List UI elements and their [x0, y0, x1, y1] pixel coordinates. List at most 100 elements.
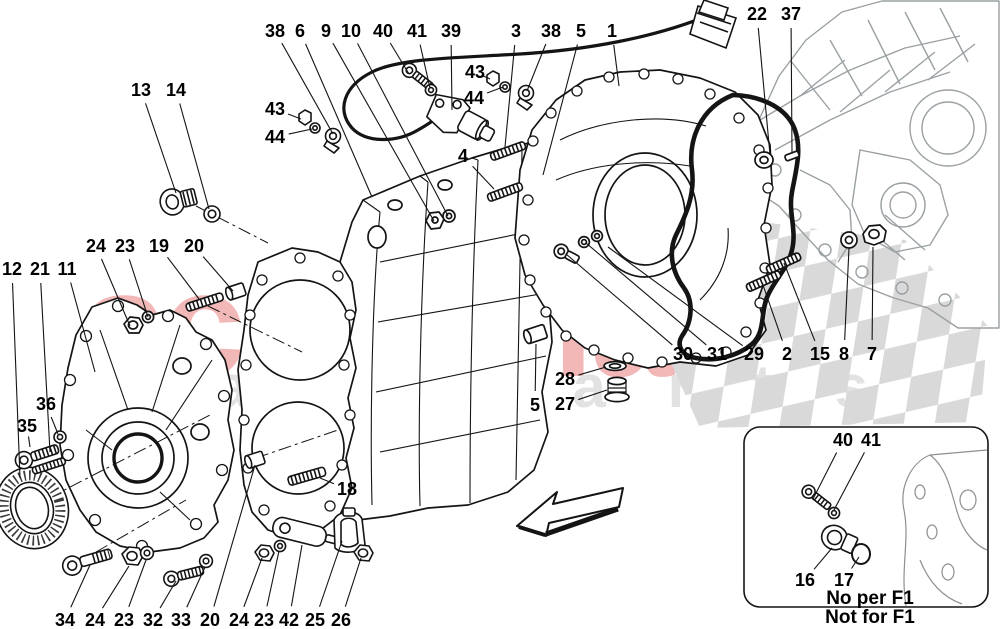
- callout-label: 1: [607, 21, 617, 41]
- callout-label: 20: [184, 236, 204, 256]
- callout-leader: [166, 256, 200, 300]
- callout-label: 35: [17, 416, 37, 436]
- left-cover-drawing: [59, 297, 235, 553]
- callout-leader: [344, 557, 362, 607]
- callout-leader: [357, 43, 449, 217]
- callout-leader: [585, 242, 707, 346]
- speed-sensor: [426, 93, 496, 142]
- direction-arrow-icon: [516, 487, 624, 537]
- callout-label: 24: [86, 236, 106, 256]
- callout-label: 12: [2, 259, 22, 279]
- callout-leader: [419, 44, 431, 89]
- callout-label: 26: [331, 610, 351, 629]
- callout-label: 2: [782, 344, 792, 364]
- callout-label: 42: [279, 610, 299, 629]
- callout-leader: [40, 282, 51, 453]
- callout-label: 24: [85, 610, 105, 629]
- callout-leader: [450, 44, 453, 111]
- callout-leader: [266, 550, 280, 607]
- callout-leader: [70, 282, 96, 373]
- callout-label: 44: [464, 88, 484, 108]
- callout-leader: [281, 42, 334, 135]
- callout-label: 11: [57, 259, 76, 279]
- callout-leader: [844, 247, 850, 341]
- callout-leader: [290, 544, 303, 607]
- callout-label: 20: [200, 610, 220, 629]
- background-casing-drawing: [741, 0, 1000, 329]
- callout-leader: [542, 44, 578, 176]
- inset-casing-drawing: [902, 449, 988, 607]
- callout-label: 5: [576, 21, 586, 41]
- callout-leader: [813, 547, 833, 570]
- callout-label: 24: [229, 610, 249, 629]
- callout-leader: [871, 246, 874, 341]
- callout-label: 40: [373, 21, 393, 41]
- callout-label: 34: [55, 610, 75, 629]
- callout-label: 44: [265, 127, 285, 147]
- callout-label: 3: [511, 21, 521, 41]
- callout-label: 18: [337, 479, 357, 499]
- callout-leader: [11, 282, 21, 479]
- fasteners: [0, 62, 535, 588]
- callout-leader: [389, 42, 410, 75]
- callout-leader: [504, 44, 516, 148]
- callout-leader: [526, 43, 547, 92]
- callout-label: 40: [833, 430, 853, 450]
- callout-leader: [50, 416, 59, 435]
- callout-label: 16: [795, 570, 815, 590]
- callout-leader: [607, 246, 744, 347]
- callout-label: 6: [295, 21, 305, 41]
- callout-leader: [833, 452, 865, 511]
- callout-leader: [243, 557, 263, 608]
- callout-label: 19: [149, 236, 169, 256]
- callout-leader: [757, 27, 771, 156]
- gasket-cord: [669, 92, 801, 362]
- callout-label: 39: [441, 21, 461, 41]
- main-casing-drawing: [337, 141, 559, 521]
- callout-label: 14: [166, 80, 186, 100]
- callout-leader: [332, 42, 435, 222]
- callout-label: 22: [747, 4, 767, 24]
- callout-label: 32: [143, 610, 163, 629]
- callout-label: 25: [305, 610, 325, 629]
- callout-label: 23: [114, 610, 134, 629]
- right-casing-drawing: [514, 68, 887, 403]
- callout-label: 9: [321, 21, 331, 41]
- callout-label: 23: [115, 236, 135, 256]
- callout-leader: [851, 556, 860, 569]
- callout-label: 13: [131, 80, 151, 100]
- callout-leader: [482, 75, 491, 80]
- callout-leader: [790, 27, 793, 154]
- callout-leader: [288, 128, 313, 135]
- callout-label: 33: [171, 610, 191, 629]
- callout-label: 30: [673, 344, 693, 364]
- callout-label: 17: [834, 570, 854, 590]
- inset-parts: [801, 484, 871, 565]
- callout-leader: [565, 253, 673, 346]
- callout-leader: [534, 343, 537, 392]
- callout-label: 41: [407, 21, 427, 41]
- callout-leader: [128, 259, 149, 318]
- callout-leader: [101, 565, 130, 609]
- callout-leader: [472, 165, 495, 190]
- callout-leader: [159, 580, 177, 609]
- callout-label: 37: [781, 4, 801, 24]
- callout-label: 36: [36, 394, 56, 414]
- callout-leader: [144, 103, 177, 194]
- callout-label: 38: [541, 21, 561, 41]
- callout-leader: [287, 113, 302, 120]
- callout-leader: [812, 452, 838, 500]
- callout-label: 5: [530, 395, 540, 415]
- callout-label: 15: [810, 344, 830, 364]
- callout-label: 29: [744, 344, 764, 364]
- callout-leader: [319, 477, 335, 485]
- callout-label: 41: [861, 430, 881, 450]
- callout-leader: [213, 464, 256, 607]
- callout-label: 4: [458, 146, 468, 166]
- callout-leader: [186, 566, 206, 608]
- callout-leader: [100, 258, 131, 327]
- callout-label: 23: [254, 610, 274, 629]
- callout-label: 28: [555, 369, 575, 389]
- gasket-plate-drawing: [237, 247, 357, 539]
